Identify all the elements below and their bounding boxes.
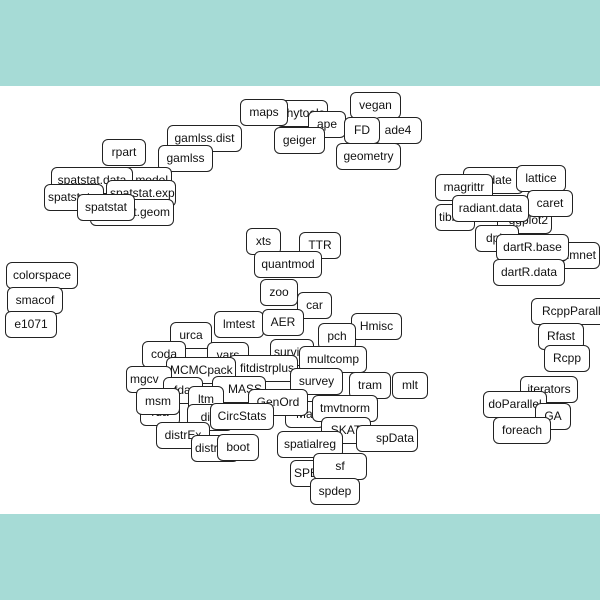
node-urca[interactable]: urca xyxy=(170,322,212,349)
node-e1071[interactable]: e1071 xyxy=(5,311,57,338)
node-spatstat[interactable]: spatstat xyxy=(77,194,135,221)
node-Rcpp[interactable]: Rcpp xyxy=(544,345,590,372)
node-spData[interactable]: sf xyxy=(313,453,367,480)
node-FD[interactable]: FD xyxy=(344,117,380,144)
node-car[interactable]: car xyxy=(297,292,332,319)
node-geometry[interactable]: geometry xyxy=(336,143,401,170)
node-vegan[interactable]: vegan xyxy=(350,92,401,119)
node-foreach[interactable]: foreach xyxy=(493,417,551,444)
node-pch[interactable]: pch xyxy=(318,323,356,350)
node-lmtest[interactable]: lmtest xyxy=(214,311,264,338)
node-lattice[interactable]: lattice xyxy=(516,165,566,192)
node-caret[interactable]: caret xyxy=(527,190,573,217)
node-zoo[interactable]: zoo xyxy=(260,279,298,306)
node-msm[interactable]: msm xyxy=(136,388,180,415)
node-spdep[interactable]: spdep xyxy=(310,478,360,505)
node-smacof[interactable]: smacof xyxy=(7,287,63,314)
network-panel: colorspace smacof e1071 RcppParallel Rfa… xyxy=(0,86,600,514)
node-gamlss[interactable]: gamlss xyxy=(158,145,213,172)
node-SPECTRA[interactable]: spData xyxy=(356,425,418,452)
node-maps[interactable]: maps xyxy=(240,99,288,126)
node-boot[interactable]: boot xyxy=(217,434,259,461)
node-geiger[interactable]: geiger xyxy=(274,127,325,154)
node-CircStats[interactable]: CircStats xyxy=(210,403,274,430)
node-ade4[interactable]: ade4 xyxy=(374,117,422,144)
node-AER[interactable]: AER xyxy=(262,309,304,336)
node-dartR.base[interactable]: dartR.base xyxy=(496,234,569,261)
node-quantmod[interactable]: quantmod xyxy=(254,251,322,278)
node-mlt[interactable]: mlt xyxy=(392,372,428,399)
node-RcppParallel[interactable]: RcppParallel xyxy=(531,298,600,325)
node-colorspace[interactable]: colorspace xyxy=(6,262,78,289)
node-dartR.data[interactable]: dartR.data xyxy=(493,259,565,286)
node-Hmisc[interactable]: Hmisc xyxy=(351,313,402,340)
node-radiant.data[interactable]: radiant.data xyxy=(452,195,529,222)
node-xts[interactable]: xts xyxy=(246,228,281,255)
node-rpart[interactable]: rpart xyxy=(102,139,146,166)
